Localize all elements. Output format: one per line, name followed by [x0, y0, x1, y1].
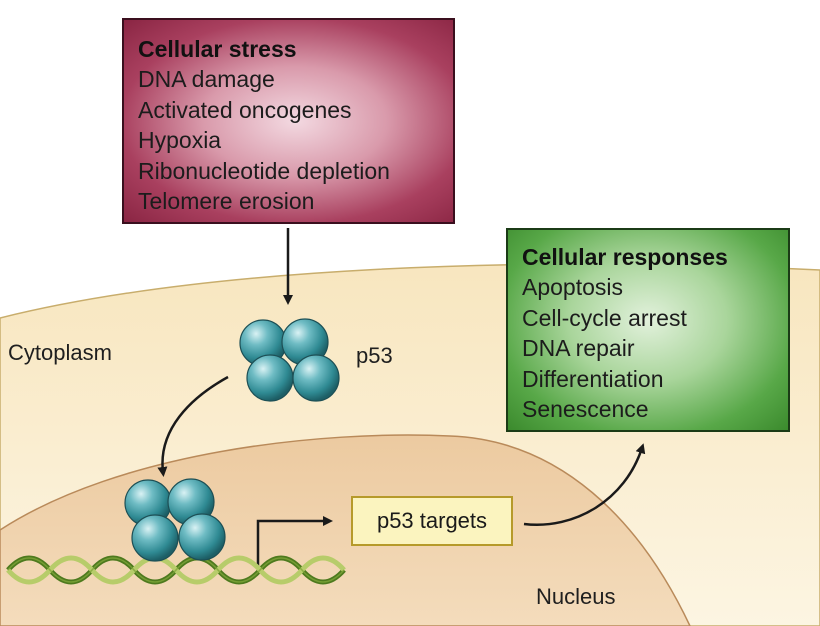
cytoplasm-label: Cytoplasm	[8, 340, 112, 365]
cellular-stress-title: Cellular stress	[138, 36, 297, 62]
arrow-p53-to-nucleus	[157, 375, 229, 477]
arrow-targets-to-responses	[523, 443, 646, 527]
transcription-arrow	[256, 516, 333, 566]
cellular-stress-box: Cellular stress DNA damage Activated onc…	[122, 18, 455, 224]
nucleus-region	[0, 434, 691, 626]
response-item: DNA repair	[522, 335, 635, 361]
response-item: Senescence	[522, 396, 649, 422]
nucleus-label: Nucleus	[536, 584, 616, 609]
stress-item: Ribonucleotide depletion	[138, 157, 390, 184]
p53-targets-box: p53 targets	[351, 496, 513, 546]
stress-item: Telomere erosion	[138, 188, 315, 214]
p53-tetramer-cytoplasm-icon	[239, 318, 340, 402]
cellular-responses-box: Cellular responses Apoptosis Cell-cycle …	[506, 228, 790, 432]
p53-label: p53	[356, 343, 393, 368]
stress-item: Hypoxia	[138, 127, 222, 153]
stress-item: Activated oncogenes	[138, 96, 352, 123]
response-item: Apoptosis	[522, 274, 624, 300]
response-item: Cell-cycle arrest	[522, 304, 687, 331]
stress-item: DNA damage	[138, 66, 275, 92]
dna-helix-icon	[6, 555, 346, 585]
response-item: Differentiation	[522, 365, 664, 392]
p53-tetramer-nucleus-icon	[124, 478, 226, 562]
cellular-responses-title: Cellular responses	[522, 244, 728, 270]
